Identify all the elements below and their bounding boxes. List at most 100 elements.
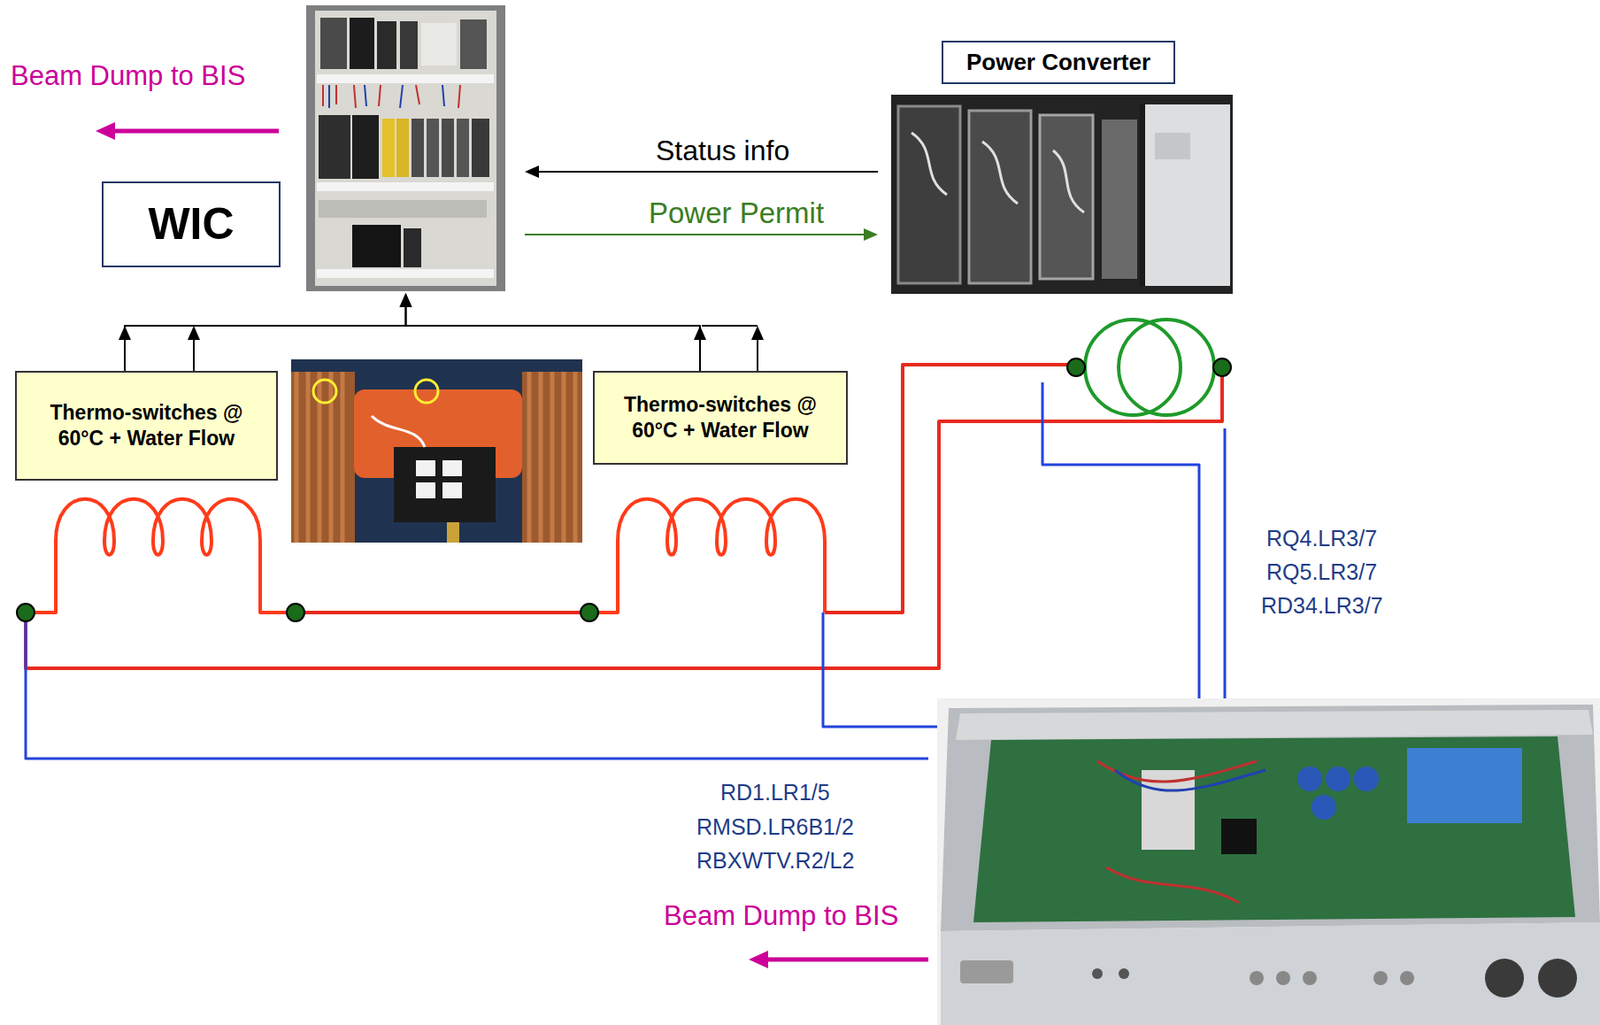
wic-cabinet-photo — [403, 228, 422, 268]
power-converter-photo — [891, 94, 1233, 294]
electronics-photo — [1118, 968, 1130, 979]
electronics-photo — [1249, 970, 1264, 985]
terminal-dot — [286, 603, 305, 622]
coil — [25, 499, 296, 613]
magnet-photo — [415, 482, 436, 499]
power-converter: Power Converter — [891, 94, 1233, 294]
wic-cabinet-photo — [306, 5, 506, 292]
beam-dump-arrow — [748, 950, 769, 969]
connector — [524, 165, 878, 178]
power-converter-photo — [1101, 119, 1138, 279]
power-converter-photo — [1139, 104, 1146, 286]
magnet-photo — [442, 460, 462, 477]
wic-cabinet-photo — [316, 182, 494, 192]
electronics-photo — [960, 960, 1014, 984]
electronics-photo — [1325, 766, 1351, 792]
electronics-photo — [940, 922, 1600, 1025]
electronics-photo — [1097, 761, 1257, 903]
blue-wire — [1042, 382, 1200, 699]
red-wire — [295, 610, 590, 615]
terminal-dot — [1213, 358, 1231, 377]
wic-cabinet-photo — [320, 17, 347, 70]
wic-cabinet-photo — [376, 21, 397, 70]
wic-cabinet-photo — [421, 23, 457, 66]
beam-dump-label: Beam Dump to BIS — [663, 900, 899, 932]
electronics-photo — [940, 704, 1600, 931]
connector-line — [538, 170, 878, 173]
electronics-photo — [973, 736, 1576, 923]
node-text-wrap: Thermo-switches @ 60°C + Water Flow — [603, 392, 838, 444]
wic-cabinet-photo — [318, 115, 351, 179]
magnet-photo — [296, 371, 343, 543]
red-wire — [824, 364, 1077, 613]
node-label: Thermo-switches @ 60°C + Water Flow — [603, 392, 838, 444]
beam-dump-label: Beam Dump to BIS — [10, 60, 246, 93]
arrowhead — [863, 228, 878, 241]
wic-cabinet-photo — [460, 19, 487, 70]
signal-arrow — [193, 338, 758, 371]
wic-cabinet-photo — [382, 118, 395, 177]
magnet-photo — [446, 522, 460, 543]
wic-cabinet-photo — [316, 269, 494, 278]
electronics-photo — [1276, 970, 1291, 985]
thermo-switch-box: Thermo-switches @ 60°C + Water Flow — [15, 370, 278, 481]
magnet-photo — [522, 371, 583, 543]
power-converter-photo — [911, 132, 1085, 213]
wic-cabinet-photo — [456, 118, 470, 177]
beam-dump-arrow — [95, 122, 929, 969]
wic-cabinet-photo — [396, 118, 409, 177]
edge-label: Status info — [655, 134, 790, 168]
circuit-name: RMSD.LR6B1/2 — [696, 814, 854, 840]
power-converter-photo — [891, 94, 1233, 294]
signal-arrow — [187, 325, 200, 340]
edge-label: Power Permit — [648, 196, 824, 231]
electronics-photo — [955, 709, 1593, 740]
power-converter-photo — [898, 106, 961, 284]
circuit-name: RD1.LR1/5 — [720, 779, 831, 806]
electronics-photo — [1484, 958, 1524, 998]
terminal-dot — [580, 603, 599, 622]
signal-arrow — [118, 325, 764, 371]
electronics-photo — [937, 698, 1600, 1025]
transformer-symbol — [1084, 319, 1215, 416]
node-label: Power Converter — [966, 49, 1151, 76]
electronics-photo — [1373, 970, 1388, 985]
electronics-photo — [1221, 818, 1257, 854]
arrowhead — [400, 292, 413, 308]
wic-cabinet-photo — [318, 200, 487, 218]
connector — [400, 292, 701, 371]
blue-wire — [25, 612, 929, 759]
wic-cabinet-photo — [349, 17, 375, 70]
wic-cabinet-photo — [426, 118, 439, 177]
thermo-switch-box: Thermo-switches @ 60°C + Water Flow — [592, 370, 848, 465]
power-converter-photo — [1154, 132, 1191, 160]
wic-cabinet-photo — [315, 10, 497, 286]
electronics-photo — [1092, 968, 1103, 979]
coil — [589, 499, 825, 613]
circuit-name: RQ4.LR3/7 — [1266, 525, 1377, 552]
wic-cabinet-photo — [411, 118, 424, 177]
electronics-photo — [937, 698, 1600, 1025]
terminal-dot — [16, 603, 35, 622]
wic-cabinet-photo — [323, 84, 461, 108]
wic-cabinet-photo — [471, 118, 490, 177]
wic-cabinet-photo — [441, 118, 454, 177]
blue-wire — [823, 612, 938, 727]
electronics-photo — [1297, 766, 1323, 792]
electronics-photo — [1353, 766, 1379, 792]
node-label: Thermo-switches @ 60°C + Water Flow — [25, 400, 268, 452]
connector — [524, 228, 878, 241]
wic-cabinet-photo — [352, 224, 401, 268]
magnet-photo — [415, 379, 439, 403]
power-converter-photo — [1039, 115, 1093, 279]
transformer-symbol — [1118, 319, 1215, 416]
power-converter-photo — [1143, 104, 1231, 286]
wic-cabinet: WIC — [306, 5, 506, 292]
magnet-photo — [371, 415, 425, 447]
wic-cabinet-photo — [329, 84, 445, 108]
wic-cabinet-photo — [306, 5, 506, 292]
node-label: WIC — [147, 200, 234, 249]
connector-line — [406, 307, 701, 371]
circuit-name: RBXWTV.R2/L2 — [696, 847, 854, 874]
